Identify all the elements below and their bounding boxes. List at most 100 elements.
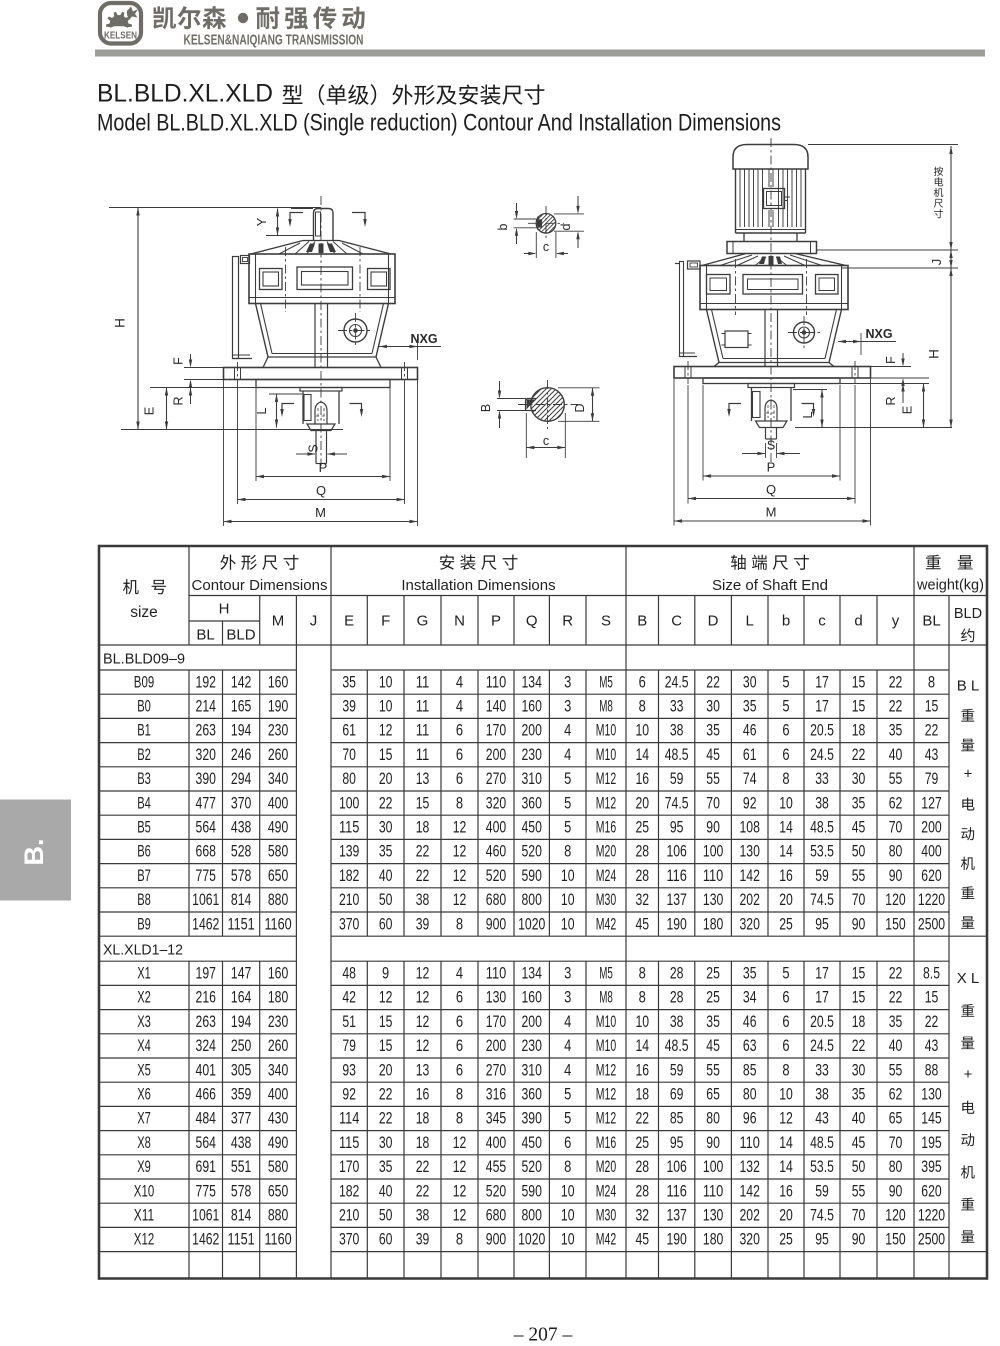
svg-text:34: 34: [743, 988, 757, 1007]
svg-text:1220: 1220: [918, 890, 945, 909]
svg-text:39: 39: [342, 697, 356, 716]
svg-text:M8: M8: [599, 988, 613, 1007]
svg-text:N: N: [454, 613, 465, 630]
svg-text:15: 15: [379, 1012, 393, 1031]
svg-text:110: 110: [486, 672, 506, 691]
svg-text:120: 120: [885, 1206, 905, 1225]
svg-text:320: 320: [486, 793, 506, 812]
svg-text:106: 106: [666, 1157, 686, 1176]
svg-text:35: 35: [706, 721, 720, 740]
svg-text:578: 578: [231, 1181, 251, 1200]
svg-text:Installation Dimensions: Installation Dimensions: [401, 577, 555, 594]
svg-text:45: 45: [706, 1036, 720, 1055]
svg-text:14: 14: [635, 745, 649, 764]
svg-text:22: 22: [635, 1109, 649, 1128]
svg-text:80: 80: [743, 1085, 757, 1104]
svg-text:79: 79: [925, 769, 939, 788]
svg-text:110: 110: [703, 866, 723, 885]
svg-text:260: 260: [268, 745, 288, 764]
svg-text:92: 92: [743, 793, 757, 812]
svg-text:92: 92: [342, 1085, 356, 1104]
svg-text:X2: X2: [137, 988, 151, 1007]
svg-text:16: 16: [635, 769, 649, 788]
svg-text:y: y: [892, 613, 900, 630]
svg-text:8: 8: [456, 1085, 463, 1104]
svg-text:246: 246: [231, 745, 251, 764]
svg-text:P: P: [319, 460, 328, 475]
svg-text:170: 170: [486, 1012, 506, 1031]
svg-text:15: 15: [852, 697, 866, 716]
svg-text:564: 564: [196, 818, 216, 837]
svg-text:14: 14: [779, 1133, 793, 1152]
svg-text:150: 150: [885, 914, 905, 933]
svg-text:M: M: [766, 505, 777, 520]
svg-text:35: 35: [342, 672, 356, 691]
svg-text:R: R: [172, 396, 186, 405]
svg-text:13: 13: [416, 1060, 430, 1079]
svg-text:Y: Y: [254, 217, 269, 226]
svg-text:6: 6: [782, 1012, 789, 1031]
svg-text:324: 324: [196, 1036, 216, 1055]
svg-text:182: 182: [339, 1181, 359, 1200]
svg-text:620: 620: [921, 1181, 941, 1200]
svg-text:M24: M24: [596, 1181, 616, 1200]
svg-text:95: 95: [815, 914, 829, 933]
svg-text:90: 90: [889, 866, 903, 885]
svg-text:18: 18: [416, 1109, 430, 1128]
svg-text:6: 6: [782, 721, 789, 740]
svg-text:R: R: [562, 613, 573, 630]
svg-text:X1: X1: [137, 964, 151, 983]
svg-text:30: 30: [706, 697, 720, 716]
svg-text:M20: M20: [596, 1157, 616, 1176]
svg-text:130: 130: [703, 890, 723, 909]
svg-text:22: 22: [925, 721, 939, 740]
svg-text:400: 400: [486, 1133, 506, 1152]
svg-text:74.5: 74.5: [810, 1206, 834, 1225]
svg-text:180: 180: [703, 914, 723, 933]
svg-text:12: 12: [379, 721, 393, 740]
svg-text:10: 10: [561, 890, 575, 909]
svg-text:450: 450: [522, 818, 542, 837]
svg-text:c: c: [818, 613, 826, 630]
svg-text:90: 90: [706, 1133, 720, 1152]
svg-text:438: 438: [231, 1133, 251, 1152]
svg-text:455: 455: [486, 1157, 506, 1176]
svg-text:35: 35: [379, 1157, 393, 1176]
svg-text:20.5: 20.5: [810, 1012, 834, 1031]
svg-text:6: 6: [456, 988, 463, 1007]
svg-text:395: 395: [921, 1157, 941, 1176]
svg-text:15: 15: [925, 988, 939, 1007]
svg-text:18: 18: [416, 1133, 430, 1152]
svg-text:59: 59: [670, 1060, 684, 1079]
svg-text:180: 180: [268, 988, 288, 1007]
svg-text:216: 216: [196, 988, 216, 1007]
svg-text:25: 25: [706, 988, 720, 1007]
svg-text:G: G: [417, 613, 429, 630]
svg-text:200: 200: [921, 818, 941, 837]
svg-text:18: 18: [852, 721, 866, 740]
svg-text:M24: M24: [596, 866, 616, 885]
svg-text:8: 8: [456, 793, 463, 812]
svg-text:B7: B7: [137, 866, 151, 885]
svg-text:95: 95: [670, 1133, 684, 1152]
svg-text:477: 477: [196, 793, 216, 812]
svg-text:900: 900: [486, 914, 506, 933]
svg-text:62: 62: [889, 793, 903, 812]
svg-text:M16: M16: [596, 818, 616, 837]
svg-text:142: 142: [231, 672, 251, 691]
svg-text:6: 6: [782, 1036, 789, 1055]
svg-text:13: 13: [416, 769, 430, 788]
svg-text:90: 90: [852, 914, 866, 933]
svg-text:B9: B9: [137, 914, 151, 933]
svg-text:28: 28: [635, 1181, 649, 1200]
svg-text:578: 578: [231, 866, 251, 885]
svg-text:28: 28: [635, 842, 649, 861]
svg-text:10: 10: [379, 672, 393, 691]
svg-text:190: 190: [666, 914, 686, 933]
svg-text:22: 22: [379, 1109, 393, 1128]
svg-text:30: 30: [379, 1133, 393, 1152]
svg-text:520: 520: [522, 1157, 542, 1176]
svg-text:460: 460: [486, 842, 506, 861]
svg-text:80: 80: [706, 1109, 720, 1128]
svg-text:55: 55: [852, 1181, 866, 1200]
